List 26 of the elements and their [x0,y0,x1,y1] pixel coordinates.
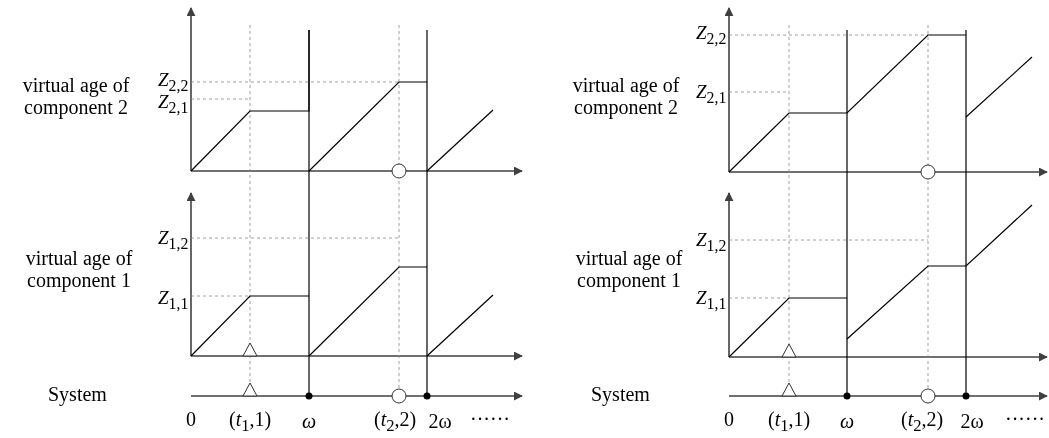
ellipsis-label: ······ [1005,408,1045,430]
axis-title: virtual age of component 2 [571,74,681,118]
tick-label: Z$_{2,2}$ [696,23,727,48]
tick-label: 0 [186,408,196,430]
row-label: System [591,383,650,405]
tick-label: Z$_{2,1}$ [158,92,189,117]
tick-label: Z$_{1,1}$ [696,288,727,313]
tick-label: 0 [724,408,734,430]
tick-label: Z$_{2,1}$ [696,82,727,107]
tick-label: ω [840,410,855,432]
tick-label: 2ω [428,410,452,432]
tick-label: 2ω [960,410,984,432]
tick-label: Z$_{1,2}$ [158,228,189,253]
tick-label: Z$_{1,1}$ [158,288,189,313]
ellipsis-label: ······ [470,408,510,430]
axis-title: virtual age of component 1 [574,247,684,291]
tick-label: (t$_{1}$,1) [768,408,811,436]
axis-title: virtual age of component 1 [24,247,134,291]
tick-label: (t$_{1}$,1) [229,408,272,436]
tick-label: Z$_{2,2}$ [158,70,189,95]
tick-label: ω [302,410,317,432]
row-label: System [48,383,107,405]
axis-title: virtual age of component 2 [21,74,131,118]
tick-label: (t$_{2}$,2) [901,408,944,436]
tick-label: Z$_{1,2}$ [696,230,727,255]
tick-label: (t$_{2}$,2) [374,408,417,436]
